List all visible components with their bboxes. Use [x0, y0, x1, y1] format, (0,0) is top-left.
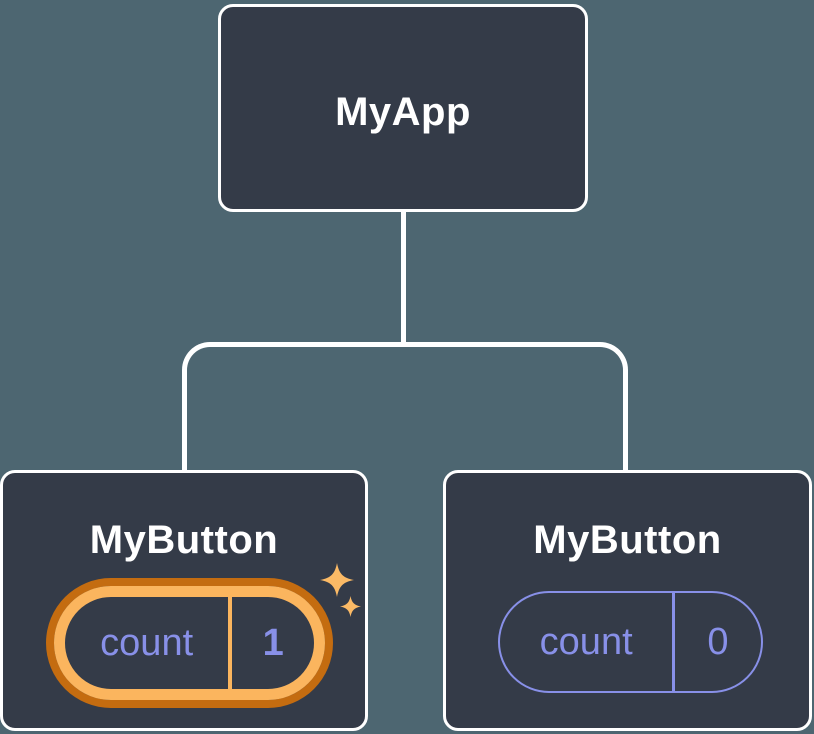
- connector-root-stem: [401, 212, 406, 345]
- state-pill-highlighted: count 1: [54, 586, 325, 700]
- state-key: count: [100, 621, 194, 664]
- state-pill: count 0: [498, 591, 763, 693]
- state-divider: [672, 593, 675, 691]
- sparkle-icon: [320, 563, 354, 597]
- state-divider: [228, 597, 233, 689]
- node-label: MyApp: [335, 89, 471, 134]
- state-key: count: [539, 620, 633, 663]
- connector-branch: [182, 342, 628, 470]
- node-label: MyButton: [89, 517, 279, 562]
- tree-node-root: MyApp: [218, 4, 588, 212]
- node-label-wrap: MyButton: [446, 511, 809, 569]
- tree-node-child-2: MyButton count 0: [443, 470, 812, 731]
- tree-node-child-1: MyButton count 1: [0, 470, 368, 731]
- node-label-wrap: MyButton: [3, 511, 365, 569]
- state-value: 1: [262, 621, 284, 664]
- sparkle-icon: [340, 596, 361, 617]
- state-value: 0: [707, 620, 729, 663]
- node-label: MyButton: [533, 517, 722, 562]
